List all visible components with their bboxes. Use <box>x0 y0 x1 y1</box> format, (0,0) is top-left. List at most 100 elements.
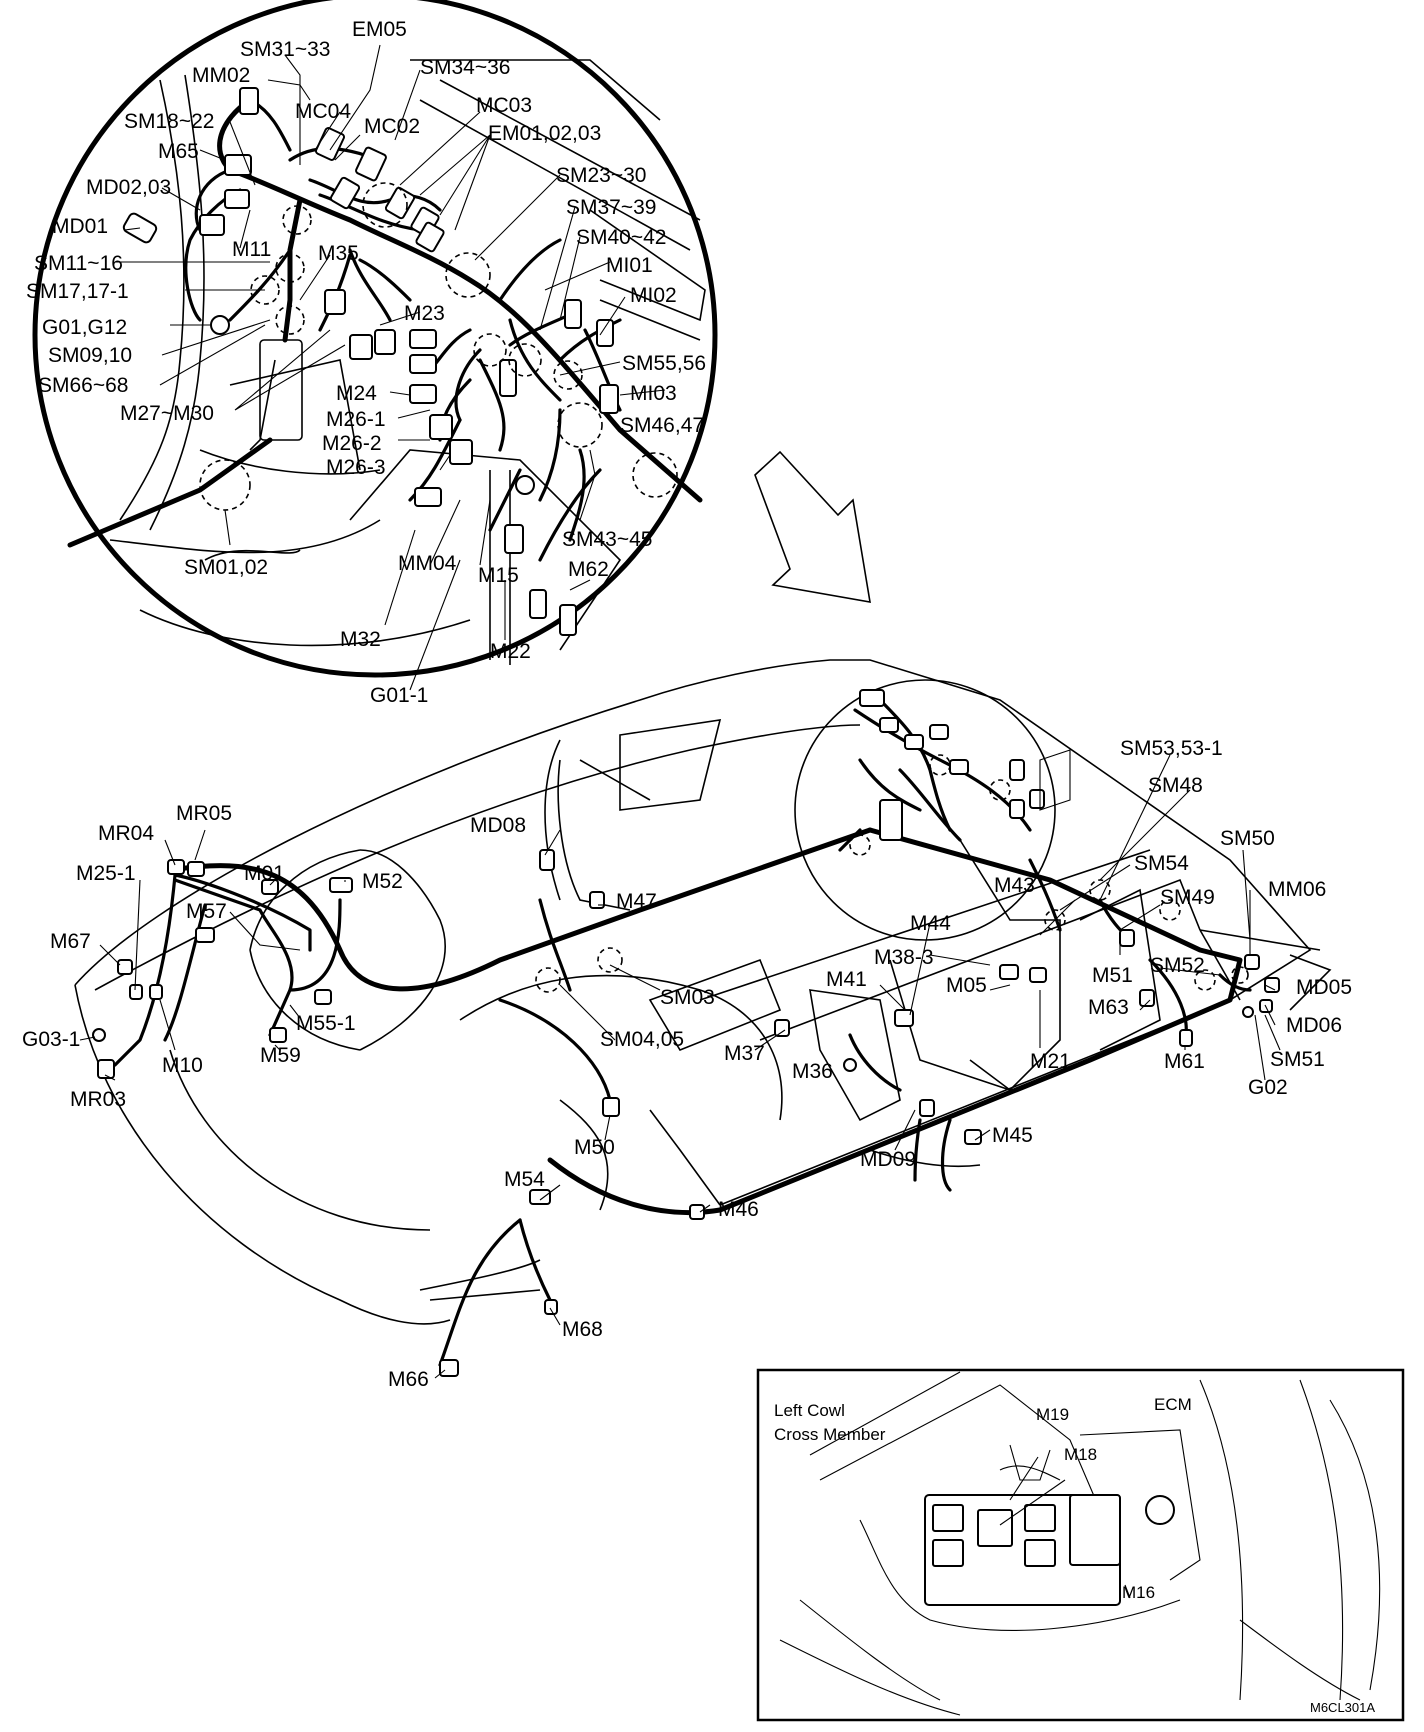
label-sm04-05: SM04,05 <box>600 1028 684 1051</box>
label-m26-3: M26-3 <box>326 456 386 479</box>
label-m18: M18 <box>1064 1445 1097 1464</box>
label-m36: M36 <box>792 1060 833 1083</box>
label-mi02: MI02 <box>630 284 677 307</box>
label-md08: MD08 <box>470 814 526 837</box>
label-m05: M05 <box>946 974 987 997</box>
label-sm54: SM54 <box>1134 852 1189 875</box>
inset-text-labels: Left Cowl Cross Member ECM M19 M18 M16 M… <box>774 1395 1375 1715</box>
label-g01-1: G01-1 <box>370 684 428 707</box>
label-m44: M44 <box>910 912 951 935</box>
label-sm43-45: SM43~45 <box>562 528 652 551</box>
label-mc03: MC03 <box>476 94 532 117</box>
label-m35: M35 <box>318 242 359 265</box>
label-sm51: SM51 <box>1270 1048 1325 1071</box>
label-m45: M45 <box>992 1124 1033 1147</box>
label-em05: EM05 <box>352 18 407 41</box>
label-sm66-68: SM66~68 <box>38 374 128 397</box>
label-m15: M15 <box>478 564 519 587</box>
label-m68: M68 <box>562 1318 603 1341</box>
detail-text-labels: SM31~33 EM05 MM02 SM34~36 MC04 MC03 SM18… <box>26 18 706 707</box>
label-sm17-17-1: SM17,17-1 <box>26 280 129 303</box>
label-m59: M59 <box>260 1044 301 1067</box>
label-sm49: SM49 <box>1160 886 1215 909</box>
label-m46: M46 <box>718 1198 759 1221</box>
label-mc04: MC04 <box>295 100 351 123</box>
magnified-detail <box>32 0 718 691</box>
vehicle-connectors <box>92 849 1280 1377</box>
label-md06: MD06 <box>1286 1014 1342 1037</box>
label-mm02: MM02 <box>192 64 250 87</box>
label-m65: M65 <box>158 140 199 163</box>
label-m52: M52 <box>362 870 403 893</box>
label-m38-3: M38-3 <box>874 946 934 969</box>
label-m67: M67 <box>50 930 91 953</box>
detail-leader-lines <box>115 44 666 691</box>
label-sm18-22: SM18~22 <box>124 110 214 133</box>
label-m19: M19 <box>1036 1405 1069 1424</box>
label-md05: MD05 <box>1296 976 1352 999</box>
label-m10: M10 <box>162 1054 203 1077</box>
label-ecm: ECM <box>1154 1395 1192 1414</box>
vehicle-leader-lines <box>79 754 1281 1379</box>
label-m26-1: M26-1 <box>326 408 386 431</box>
label-sm01-02: SM01,02 <box>184 556 268 579</box>
label-mr05: MR05 <box>176 802 232 825</box>
label-md02-03: MD02,03 <box>86 176 171 199</box>
label-m24: M24 <box>336 382 377 405</box>
label-sm55-56: SM55,56 <box>622 352 706 375</box>
label-sm34-36: SM34~36 <box>420 56 510 79</box>
label-mr04: MR04 <box>98 822 154 845</box>
vehicle-body-outline <box>74 659 1332 1325</box>
label-sm09-10: SM09,10 <box>48 344 132 367</box>
label-sm37-39: SM37~39 <box>566 196 656 219</box>
label-m41: M41 <box>826 968 867 991</box>
label-mm04: MM04 <box>398 552 457 575</box>
label-left-cowl-line2: Cross Member <box>774 1425 886 1444</box>
magnify-arrow <box>754 450 871 603</box>
label-mi03: MI03 <box>630 382 677 405</box>
vehicle-text-labels: SM53,53-1 SM48 MR05 MD08 MR04 SM50 M25-1… <box>22 737 1352 1391</box>
label-m26-2: M26-2 <box>322 432 382 455</box>
label-sm40-42: SM40~42 <box>576 226 666 249</box>
label-m63: M63 <box>1088 996 1129 1019</box>
label-m51: M51 <box>1092 964 1133 987</box>
label-sm46-47: SM46,47 <box>620 414 704 437</box>
label-m55-1: M55-1 <box>296 1012 356 1035</box>
label-m50: M50 <box>574 1136 615 1159</box>
label-m01: M01 <box>244 862 285 885</box>
label-g02: G02 <box>1248 1076 1288 1099</box>
vehicle-detail-circle <box>794 679 1071 941</box>
label-g01-g12: G01,G12 <box>42 316 127 339</box>
ecm-inset <box>756 1368 1405 1722</box>
label-m57: M57 <box>186 900 227 923</box>
figure-code: M6CL301A <box>1310 1700 1375 1715</box>
label-sm48: SM48 <box>1148 774 1203 797</box>
label-m47: M47 <box>616 890 657 913</box>
label-sm53-53-1: SM53,53-1 <box>1120 737 1223 760</box>
label-sm50: SM50 <box>1220 827 1275 850</box>
label-m54: M54 <box>504 1168 545 1191</box>
label-m27-m30: M27~M30 <box>120 402 214 425</box>
label-m21: M21 <box>1030 1050 1071 1073</box>
label-m66: M66 <box>388 1368 429 1391</box>
label-g03-1: G03-1 <box>22 1028 80 1051</box>
label-m32: M32 <box>340 628 381 651</box>
label-mr03: MR03 <box>70 1088 126 1111</box>
label-m37: M37 <box>724 1042 765 1065</box>
label-m61: M61 <box>1164 1050 1205 1073</box>
vehicle-harness <box>113 827 1252 1367</box>
label-m23: M23 <box>404 302 445 325</box>
label-sm31-33: SM31~33 <box>240 38 330 61</box>
label-mm06: MM06 <box>1268 878 1326 901</box>
label-m62: M62 <box>568 558 609 581</box>
label-sm52: SM52 <box>1150 954 1205 977</box>
label-m11: M11 <box>232 238 271 261</box>
label-sm23-30: SM23~30 <box>556 164 646 187</box>
label-md09: MD09 <box>860 1148 916 1171</box>
label-em01-02-03: EM01,02,03 <box>488 122 601 145</box>
label-md01: MD01 <box>52 215 108 238</box>
label-sm11-16: SM11~16 <box>34 252 123 275</box>
label-left-cowl-line1: Left Cowl <box>774 1401 845 1420</box>
label-mi01: MI01 <box>606 254 653 277</box>
